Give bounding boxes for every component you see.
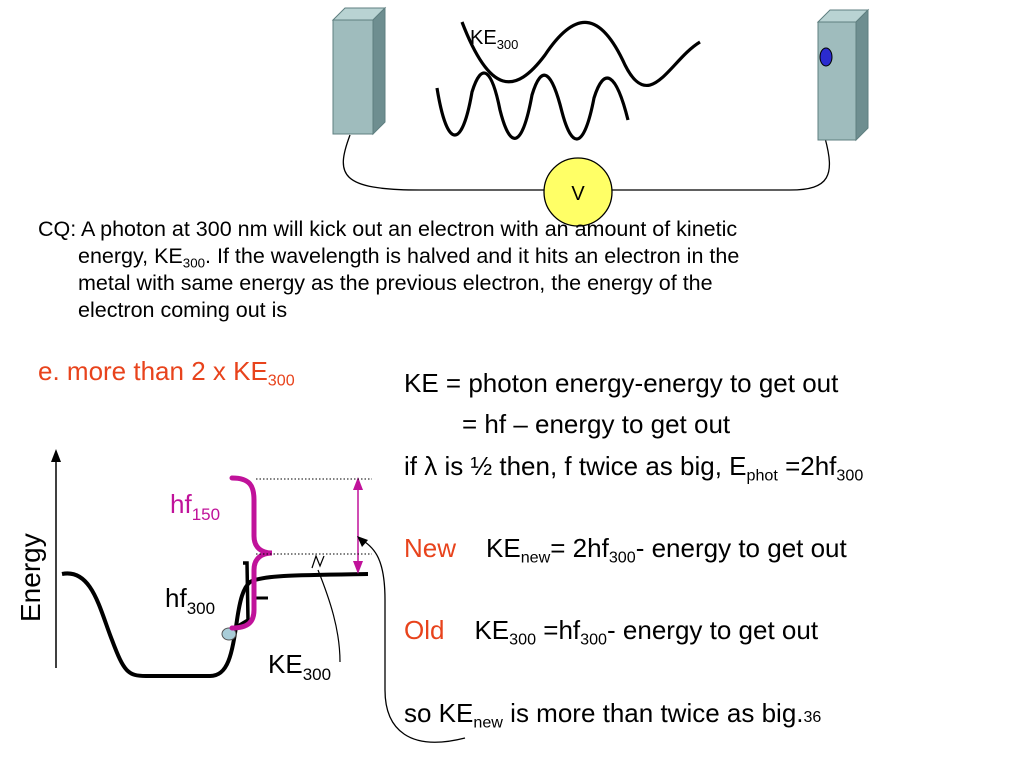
answer-choice: e. more than 2 x KE300 bbox=[38, 356, 295, 390]
new-word: New bbox=[404, 533, 457, 563]
question-line-2: energy, KE300. If the wavelength is halv… bbox=[78, 244, 740, 271]
hf300-bracket bbox=[237, 561, 250, 628]
ke300-label: KE300 bbox=[268, 649, 331, 684]
concept-question: CQ: A photon at 300 nm will kick out an … bbox=[38, 216, 998, 324]
page-number: 36 bbox=[803, 709, 822, 726]
hf150-label: hf150 bbox=[170, 489, 220, 524]
question-line-3: metal with same energy as the previous e… bbox=[78, 271, 713, 295]
eq-conclusion: so KEnew is more than twice as big.36 bbox=[404, 698, 822, 732]
energy-axis bbox=[51, 449, 61, 668]
eq-line-2: = hf – energy to get out bbox=[462, 409, 731, 439]
lambda-symbol: λ bbox=[424, 451, 438, 481]
long-wave bbox=[460, 20, 701, 88]
short-wave bbox=[435, 71, 630, 141]
well-electron bbox=[221, 627, 237, 641]
potential-well-curve bbox=[61, 571, 369, 678]
left-wire bbox=[342, 134, 545, 191]
energy-axis-label: Energy bbox=[15, 533, 46, 622]
eq-line-1: KE = photon energy-energy to get out bbox=[404, 368, 839, 398]
hf300-label: hf300 bbox=[165, 583, 215, 618]
voltmeter: V bbox=[543, 157, 613, 227]
question-line-4: electron coming out is bbox=[78, 298, 288, 322]
old-word: Old bbox=[404, 615, 445, 645]
ke300-pointer bbox=[317, 569, 341, 663]
curved-pointer bbox=[361, 539, 466, 743]
right-metal-plate bbox=[816, 8, 870, 142]
eq-line-3: if λ is ½ then, f twice as big, Ephot =2… bbox=[404, 451, 864, 485]
hf150-magenta-brace bbox=[229, 475, 273, 631]
voltmeter-label: V bbox=[571, 183, 585, 205]
left-metal-plate bbox=[331, 6, 387, 136]
right-wire bbox=[612, 137, 831, 191]
wave-ke-label: KE300 bbox=[470, 27, 518, 52]
question-line-1: CQ: A photon at 300 nm will kick out an … bbox=[38, 217, 738, 241]
electron-dot bbox=[819, 47, 833, 67]
